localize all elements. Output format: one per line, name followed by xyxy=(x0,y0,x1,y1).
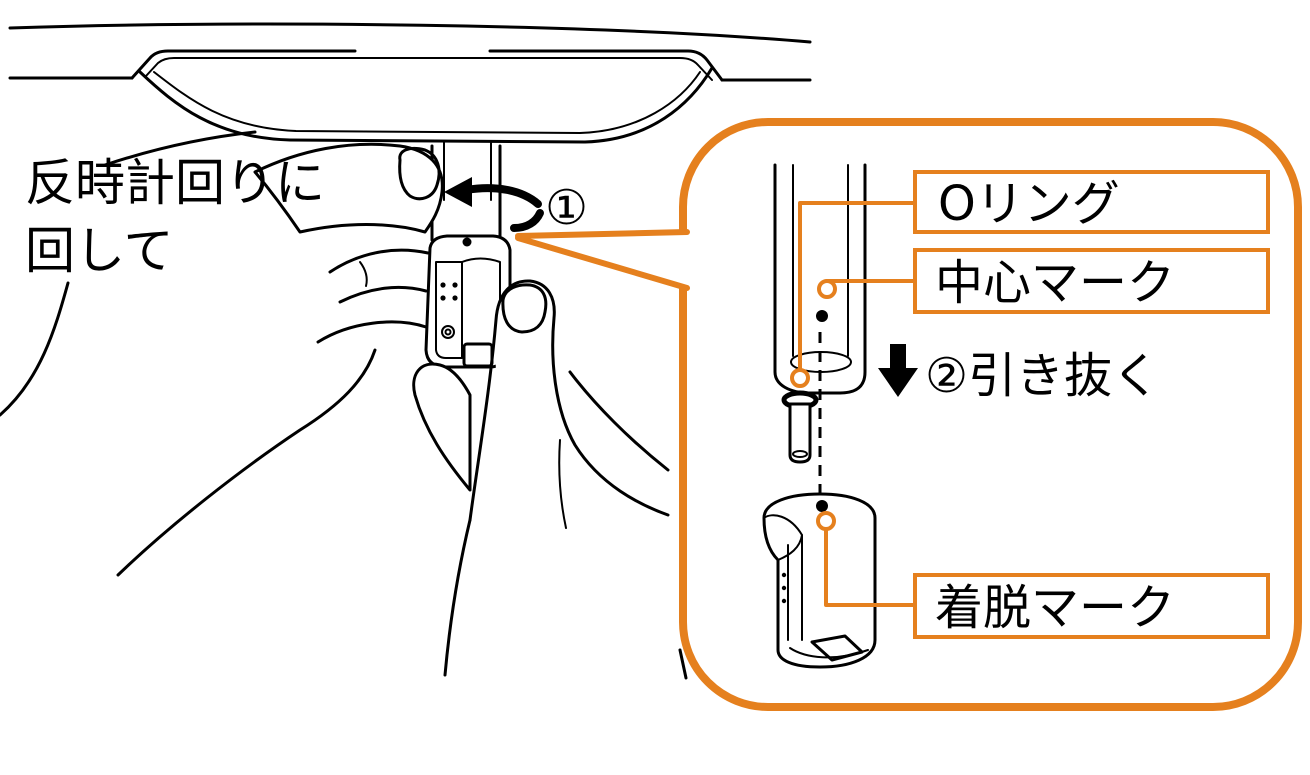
center-mark-label: 中心マーク xyxy=(935,255,1175,311)
step1-number: ① xyxy=(545,180,588,236)
leader-lines xyxy=(790,201,917,607)
right-hand xyxy=(412,279,688,680)
attach-mark-label: 着脱マーク xyxy=(935,580,1175,636)
attach-mark-marker xyxy=(816,511,836,531)
filter-cartridge xyxy=(424,234,512,369)
pipe-stem xyxy=(788,402,812,464)
index-fingernail xyxy=(398,146,441,201)
pipe-end-detail xyxy=(773,163,867,464)
instruction-text-line2: 回して xyxy=(25,222,174,280)
label-center-mark: 中心マーク xyxy=(913,248,1270,314)
o-ring-label: Oリング xyxy=(938,176,1120,232)
o-ring-marker xyxy=(790,368,810,388)
instruction-text-line1: 反時計回りに xyxy=(25,154,325,212)
center-mark-marker xyxy=(817,279,837,299)
appliance-body xyxy=(8,22,812,144)
down-arrow-icon xyxy=(878,344,918,397)
rotate-arrow-icon xyxy=(444,177,544,232)
thumb-nail xyxy=(501,283,548,334)
cartridge-detail xyxy=(762,492,877,669)
left-hand xyxy=(0,130,444,577)
label-attach-mark: 着脱マーク xyxy=(913,573,1270,639)
step2-text: ②引き抜く xyxy=(925,348,1160,404)
cartridge-center-mark xyxy=(462,237,472,247)
label-o-ring: Oリング xyxy=(913,170,1270,234)
cartridge-center-dot xyxy=(816,500,828,512)
pipe-center-dot xyxy=(816,310,828,322)
